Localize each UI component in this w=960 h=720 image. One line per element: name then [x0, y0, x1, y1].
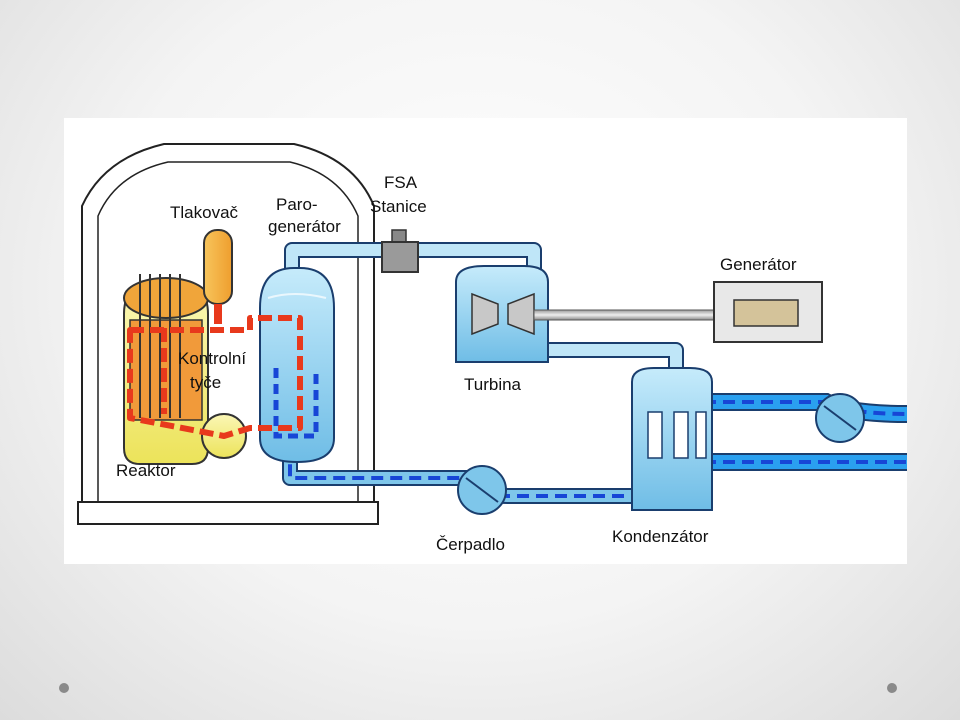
label-cerpadlo: Čerpadlo [436, 535, 505, 554]
label-reaktor: Reaktor [116, 461, 176, 480]
control-rods [139, 274, 181, 418]
slide-dot-left [59, 683, 69, 693]
label-kontrolni-1: Kontrolní [178, 349, 246, 368]
containment-inner-wall [97, 161, 359, 503]
containment-base [77, 501, 379, 525]
slide-dot-right [887, 683, 897, 693]
fsa-station [381, 229, 419, 273]
label-fsa-1: FSA [384, 173, 418, 192]
label-parogenerator-2: generátor [268, 217, 341, 236]
label-kontrolni-2: tyče [190, 373, 221, 392]
label-generator: Generátor [720, 255, 797, 274]
label-fsa-2: Stanice [370, 197, 427, 216]
cooling-pump [815, 393, 865, 443]
primary-loop [127, 315, 303, 439]
condenser [631, 367, 713, 511]
label-turbina: Turbina [464, 375, 522, 394]
sg-tube-loop [273, 368, 319, 439]
feedwater-pump [457, 465, 507, 515]
pressurizer [203, 229, 233, 324]
pwr-diagram: Tlakovač Paro- generátor FSA Stanice Gen… [64, 118, 907, 564]
label-kondenzator: Kondenzátor [612, 527, 709, 546]
label-parogenerator-1: Paro- [276, 195, 318, 214]
electric-generator [713, 281, 823, 343]
label-tlakovac: Tlakovač [170, 203, 239, 222]
turbine [455, 265, 549, 363]
